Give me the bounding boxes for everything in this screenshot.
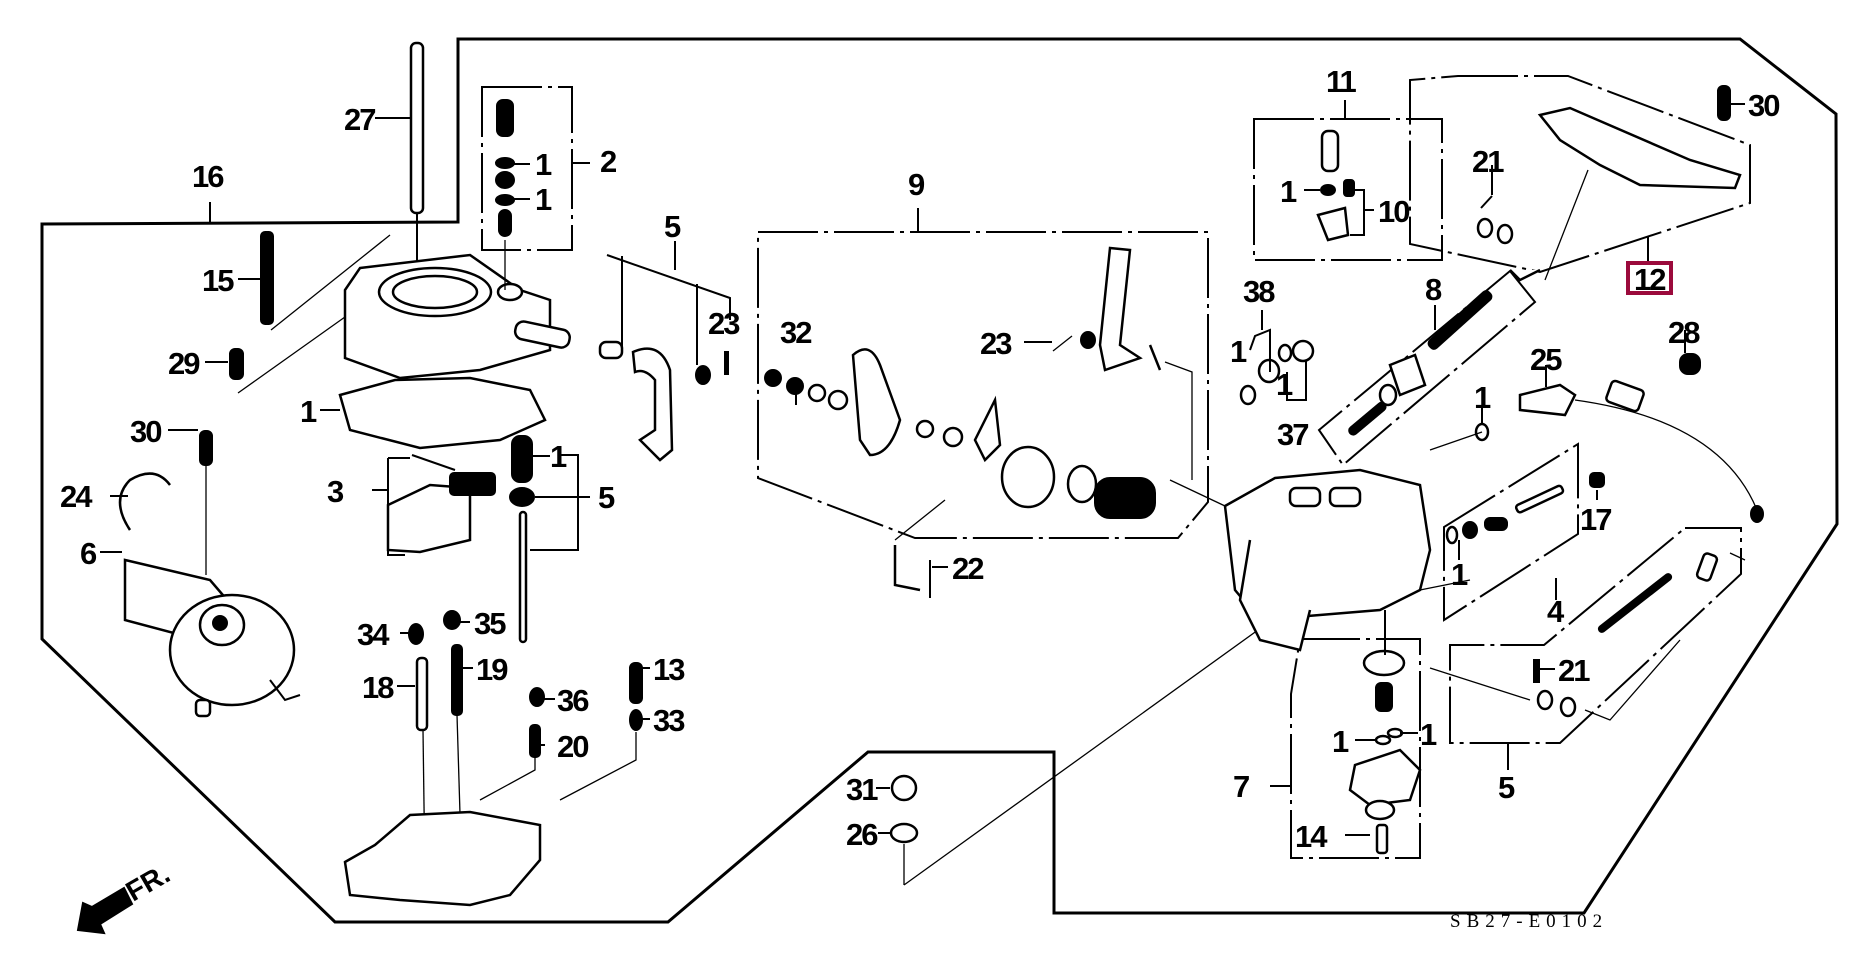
jets-38-37-parts [1239, 310, 1315, 406]
choke-cable-parts [1429, 353, 1764, 523]
callout-21-bottom: 21 [1558, 653, 1590, 688]
stud-27-part [409, 41, 425, 268]
choke-linkage-parts [764, 246, 1193, 519]
callout-36: 36 [557, 683, 589, 718]
needle-valve-parts [495, 99, 515, 290]
callout-18: 18 [362, 670, 394, 705]
callout-1-needle-a: 1 [535, 147, 552, 182]
bracket-5-top-part [598, 340, 729, 462]
callout-1-jet-a: 1 [1230, 334, 1247, 369]
callout-32: 32 [780, 315, 811, 350]
group-box-5-bottom [1449, 527, 1742, 744]
vacuum-hose-24-part [118, 472, 171, 531]
callout-12[interactable]: 12 [1634, 262, 1667, 297]
group-box-2 [481, 86, 573, 251]
choke-diaphragm-part [123, 430, 301, 718]
leader-lines [100, 100, 1745, 836]
linkage-5-bottom-parts [1429, 552, 1746, 721]
group-box-7 [1290, 638, 1421, 859]
callout-1-jet-b: 1 [1276, 367, 1293, 402]
accel-screw-4-parts [1445, 472, 1605, 545]
callout-23-mid: 23 [980, 326, 1012, 361]
callout-14: 14 [1295, 819, 1328, 854]
callout-23-left: 23 [708, 306, 740, 341]
callout-1-pump-b: 1 [1420, 717, 1437, 752]
carburetor-main-body-part [1169, 468, 1471, 652]
callout-7: 7 [1233, 769, 1249, 804]
callout-3: 3 [327, 474, 344, 509]
bolt-29-part [229, 311, 353, 394]
callout-2: 2 [600, 144, 616, 179]
float-needle-part [509, 435, 535, 644]
callout-5-top: 5 [664, 209, 681, 244]
callout-30-right: 30 [1748, 88, 1779, 123]
callout-13: 13 [653, 652, 685, 687]
callout-24: 24 [60, 479, 93, 514]
callout-35: 35 [474, 606, 506, 641]
idle-adjust-parts [1348, 290, 1493, 436]
throttle-base-plate-part [343, 810, 542, 907]
group-box-11 [1253, 118, 1443, 261]
group-box-8 [1317, 269, 1537, 467]
callout-33: 33 [653, 703, 685, 738]
callout-15: 15 [202, 263, 234, 298]
callout-25: 25 [1530, 342, 1562, 377]
callout-10: 10 [1378, 194, 1409, 229]
callout-1-gasket: 1 [300, 394, 317, 429]
air-horn-part [343, 253, 571, 380]
accel-pump-7-parts [1348, 610, 1422, 855]
front-arrow-icon [76, 886, 134, 935]
solenoid-11-part [1316, 129, 1365, 242]
rod-22-part [893, 499, 946, 598]
callout-38: 38 [1243, 274, 1275, 309]
callout-6: 6 [80, 536, 97, 571]
highlight-box-12 [1626, 261, 1673, 295]
group-box-9 [757, 231, 1209, 539]
callout-29: 29 [168, 346, 200, 381]
float-part [386, 454, 496, 554]
choke-bracket-12-parts [1476, 85, 1742, 282]
callout-17: 17 [1580, 502, 1611, 537]
hardware-screws [408, 610, 643, 881]
callout-1-solenoid: 1 [1280, 174, 1297, 209]
callout-27: 27 [344, 102, 375, 137]
callout-5-float: 5 [598, 480, 615, 515]
callout-1-needle-b: 1 [535, 182, 552, 217]
bolt-15-part [260, 231, 391, 331]
gasket-part [338, 376, 547, 450]
callout-8: 8 [1425, 272, 1442, 307]
callout-1-accel: 1 [1451, 557, 1468, 592]
callout-26: 26 [846, 817, 878, 852]
callout-20: 20 [557, 729, 588, 764]
callout-22: 22 [952, 551, 983, 586]
callout-19: 19 [476, 652, 508, 687]
callout-31: 31 [846, 772, 878, 807]
callout-9: 9 [908, 167, 925, 202]
diagram-code: SB27-E0102 [1450, 911, 1608, 932]
group-box-12 [1409, 75, 1751, 274]
callout-16: 16 [192, 159, 224, 194]
callout-1-float: 1 [550, 439, 567, 474]
callout-34: 34 [357, 617, 390, 652]
front-direction-indicator: FR. [76, 858, 175, 935]
callout-4: 4 [1547, 594, 1565, 629]
callout-28: 28 [1668, 315, 1700, 350]
callout-1-pump-a: 1 [1332, 724, 1349, 759]
callout-5-bottom: 5 [1498, 770, 1515, 805]
diagram-main-boundary [40, 37, 1839, 924]
nut-washer-parts [889, 629, 1259, 886]
group-box-4 [1443, 442, 1579, 622]
group-box-16-inner [41, 221, 459, 225]
callout-11: 11 [1326, 64, 1357, 99]
callout-30-left: 30 [130, 414, 161, 449]
callout-1-cable: 1 [1474, 380, 1491, 415]
callout-21-top: 21 [1472, 144, 1504, 179]
callout-labels: 27 16 15 29 1 2 1 1 5 23 30 24 6 3 1 5 3… [60, 64, 1781, 854]
callout-37: 37 [1277, 417, 1308, 452]
